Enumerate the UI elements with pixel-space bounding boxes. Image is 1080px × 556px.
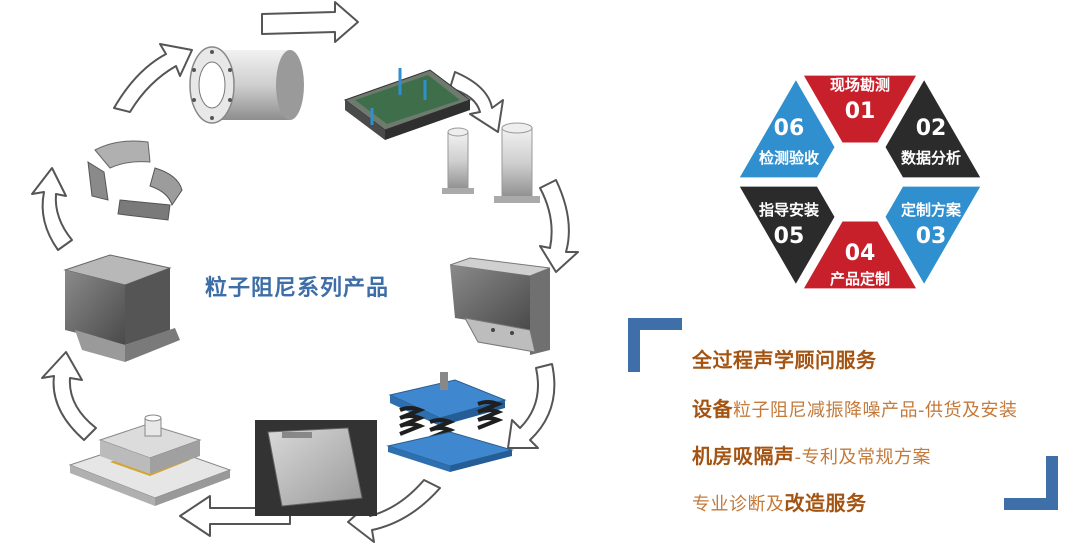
service-line-2: 设备粒子阻尼减振降噪产品-供货及安装 bbox=[692, 393, 1018, 422]
hexagon-segment-03 bbox=[882, 183, 985, 289]
service-line-2-rest: 粒子阻尼减振降噪产品-供货及安装 bbox=[733, 400, 1018, 421]
product-circuit-board bbox=[343, 68, 472, 140]
hexagon-number-05: 05 bbox=[774, 224, 805, 249]
service-line-1: 全过程声学顾问服务 bbox=[692, 344, 877, 373]
arrow-right-upper bbox=[539, 179, 579, 273]
hexagon-segment-01 bbox=[799, 72, 921, 146]
center-title: 粒子阻尼系列产品 bbox=[205, 276, 390, 301]
hexagon-number-01: 01 bbox=[845, 99, 876, 124]
hexagon-number-02: 02 bbox=[916, 116, 947, 141]
arrow-bottom bbox=[179, 495, 291, 537]
service-line-4-rest: 专业诊断及 bbox=[692, 494, 785, 515]
hexagon-segment-02 bbox=[882, 75, 985, 181]
hexagon-label-05: 指导安装 bbox=[759, 201, 820, 219]
hexagon-number-06: 06 bbox=[774, 116, 805, 141]
service-line-2-bold: 设备 bbox=[692, 397, 733, 421]
hexagon-label-02: 数据分析 bbox=[901, 149, 961, 167]
arrow-left-upper bbox=[113, 43, 193, 113]
arrow-top bbox=[261, 1, 359, 43]
hexagon-number-03: 03 bbox=[916, 224, 947, 249]
hexagon-label-03: 定制方案 bbox=[901, 201, 962, 219]
bracket-bottom-right bbox=[1004, 456, 1058, 510]
product-cylinders-pair bbox=[442, 122, 540, 203]
product-box-damper bbox=[63, 254, 180, 362]
hexagon-label-04: 产品定制 bbox=[830, 270, 890, 288]
service-line-3-rest: -专利及常规方案 bbox=[794, 447, 931, 468]
hexagon-segment-05 bbox=[735, 183, 838, 289]
service-line-4-bold: 改造服务 bbox=[784, 491, 867, 515]
hexagon-segment-06 bbox=[735, 75, 838, 181]
arrow-left-lower bbox=[41, 351, 97, 441]
arrow-left-middle bbox=[31, 167, 73, 251]
bracket-top-left bbox=[628, 318, 682, 372]
product-spring-isolator bbox=[386, 372, 514, 472]
arrow-right-lower bbox=[507, 363, 556, 449]
cycle-arrows bbox=[31, 1, 579, 543]
product-base-plate bbox=[68, 414, 232, 506]
service-line-3-bold: 机房吸隔声 bbox=[692, 444, 795, 468]
product-sheet-bracket bbox=[449, 257, 551, 355]
product-flat-plate bbox=[255, 420, 377, 516]
hexagon-segment-04 bbox=[799, 218, 921, 292]
service-line-3: 机房吸隔声-专利及常规方案 bbox=[692, 440, 931, 469]
process-hexagon: 现场勘测 01 数据分析 02 定制方案 03 产品定制 04 指导安装 05 检测验收 06 bbox=[735, 72, 985, 292]
service-line-1-text: 全过程声学顾问服务 bbox=[692, 348, 877, 372]
arrow-top-right bbox=[449, 71, 504, 133]
hexagon-label-06: 检测验收 bbox=[759, 149, 819, 167]
hexagon-label-01: 现场勘测 bbox=[830, 76, 890, 94]
product-cylinder bbox=[189, 46, 304, 124]
product-split-ring bbox=[87, 140, 183, 221]
service-line-4: 专业诊断及改造服务 bbox=[692, 487, 867, 516]
arrow-bottom-right bbox=[347, 479, 441, 543]
hexagon-number-04: 04 bbox=[845, 241, 876, 266]
